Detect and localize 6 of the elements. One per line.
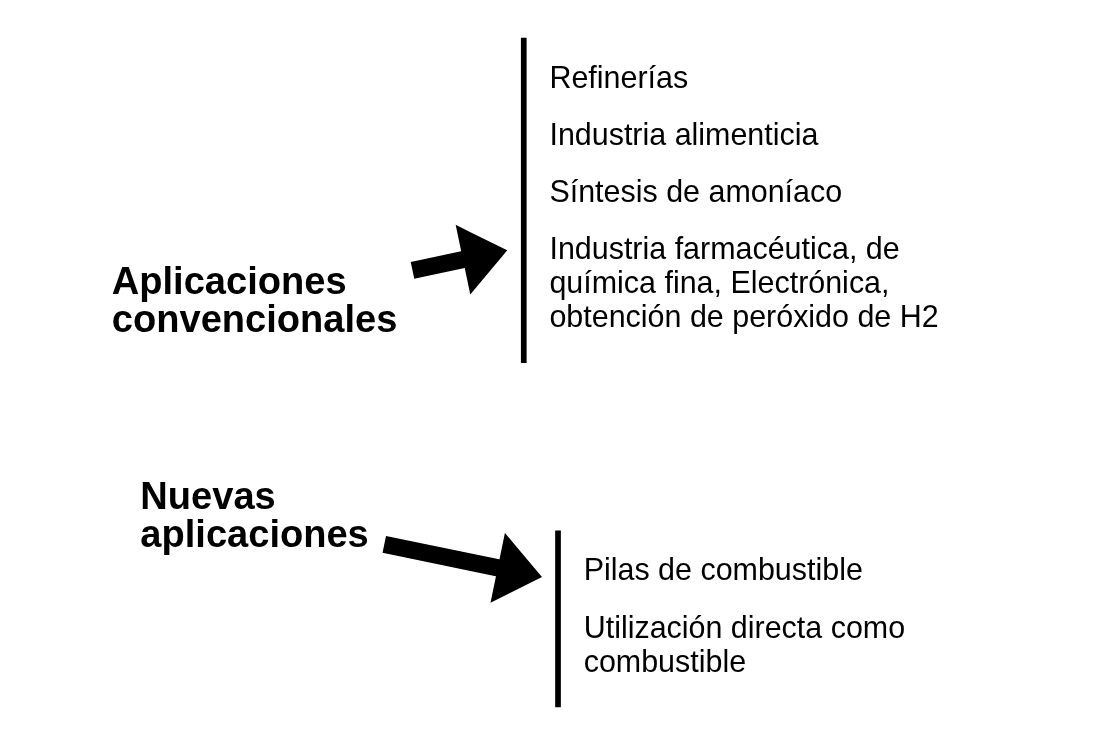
node-text: Aplicaciones convencionales (111, 259, 398, 340)
arrow (410, 224, 508, 295)
node-text: Refinerías Industria alimenticia Síntesis de amoníaco Industria farmacéutica, de química fina, Electrónica, obtención de peróxido de H2 (549, 59, 939, 334)
arrow (382, 532, 542, 603)
node-text: Pilas de combustible Utilización directa como combustible (583, 552, 906, 678)
node-text: Nuevas aplicaciones (140, 474, 369, 555)
